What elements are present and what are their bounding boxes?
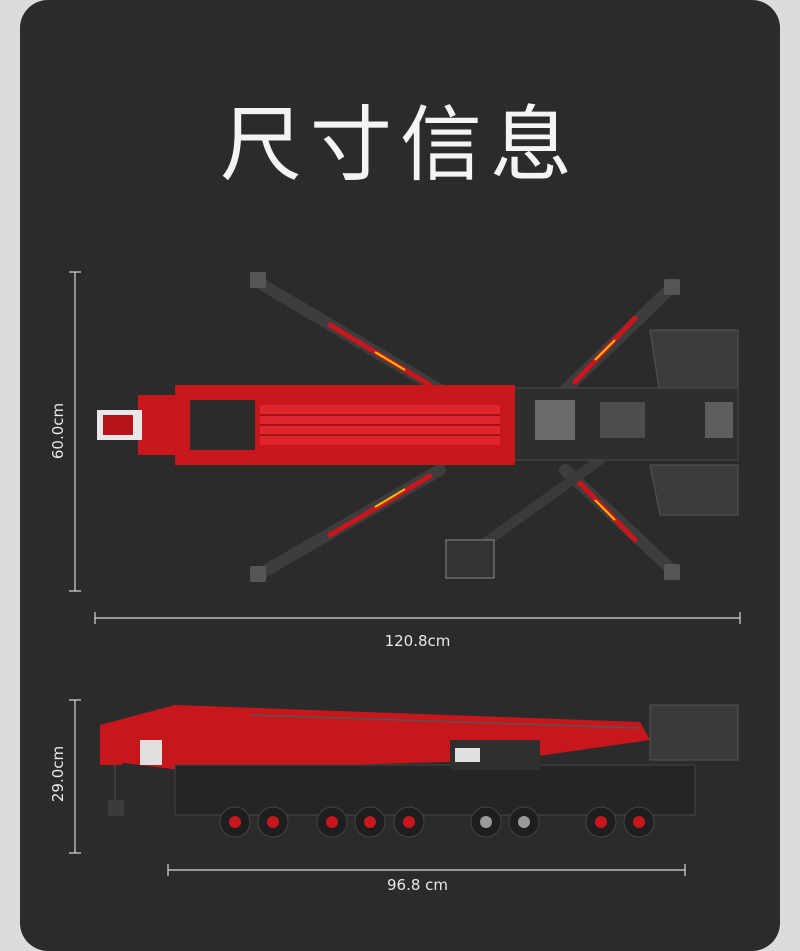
side-view-width-label: 96.8 cm [386, 876, 449, 894]
top-view-height-dimension [69, 271, 81, 592]
side-view-width-dimension [167, 864, 686, 876]
crane-top-view [97, 272, 739, 582]
top-view-height-label: 60.0cm [49, 402, 67, 460]
top-view-width-label: 120.8cm [384, 632, 451, 650]
top-view-width-dimension [94, 612, 741, 624]
side-view-height-dimension [69, 699, 81, 854]
wheels [219, 806, 655, 838]
side-view-height-label: 29.0cm [49, 745, 67, 803]
page-title: 尺寸信息 [219, 98, 580, 193]
crane-side-view [100, 704, 739, 838]
